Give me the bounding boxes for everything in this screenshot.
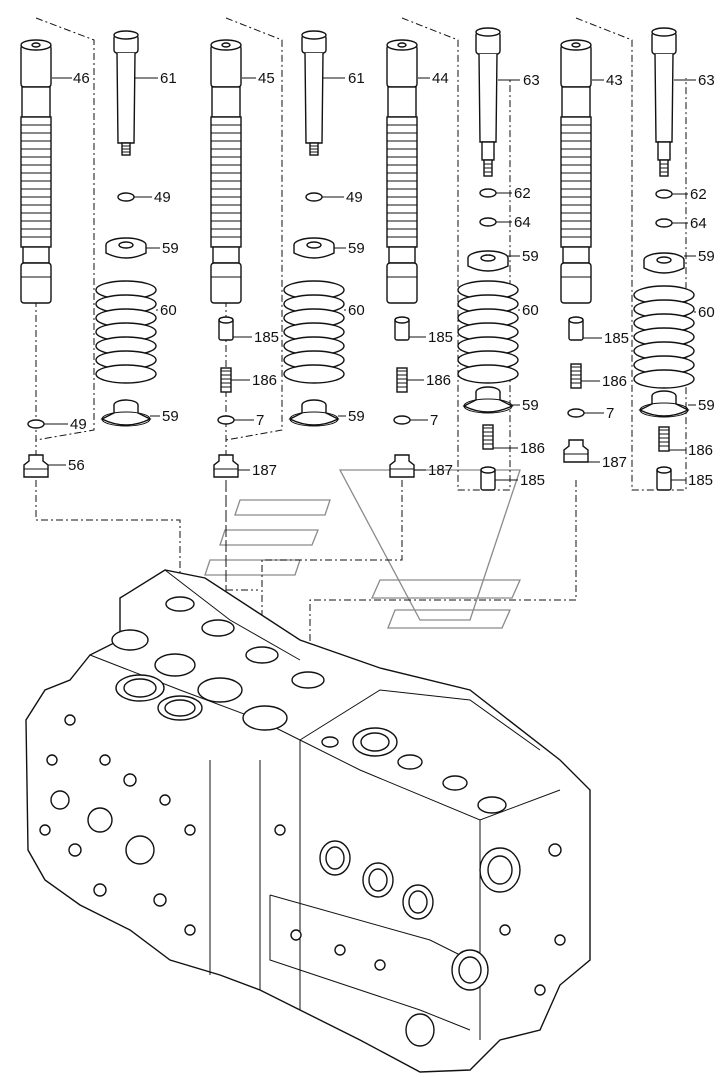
label-187: 187: [252, 462, 277, 479]
spring-186: [220, 367, 232, 393]
plug-187: [563, 439, 589, 463]
label-186: 186: [520, 440, 545, 457]
label-185: 185: [604, 330, 629, 347]
assembly-guide-lines: [35, 17, 687, 665]
pin-61: [113, 30, 139, 156]
label-59: 59: [522, 248, 539, 265]
spring-60: [633, 285, 695, 389]
pin-63: [475, 27, 501, 177]
label-59: 59: [162, 240, 179, 257]
label-56: 56: [68, 457, 85, 474]
spring-seat-59: [105, 237, 147, 259]
callout-lines: [44, 77, 696, 481]
label-44: 44: [432, 70, 449, 87]
piston-185: [394, 316, 410, 341]
label-61: 61: [160, 70, 177, 87]
label-186: 186: [602, 373, 627, 390]
o-ring-64: [655, 218, 673, 228]
piston-185: [218, 316, 234, 341]
piston-185: [480, 466, 496, 491]
plug-187: [213, 454, 239, 478]
label-59: 59: [698, 397, 715, 414]
label-185: 185: [428, 329, 453, 346]
label-59: 59: [698, 248, 715, 265]
label-59: 59: [522, 397, 539, 414]
label-46: 46: [73, 70, 90, 87]
label-62: 62: [690, 186, 707, 203]
label-7: 7: [430, 412, 438, 429]
washer-62: [479, 188, 497, 198]
pin-63: [651, 27, 677, 177]
label-64: 64: [690, 215, 707, 232]
label-187: 187: [602, 454, 627, 471]
watermark-logo: [204, 469, 522, 629]
spring-seat-59: [467, 250, 509, 272]
o-ring-49: [117, 192, 135, 202]
spring-60: [95, 280, 157, 384]
pin-61: [301, 30, 327, 156]
spring-186: [482, 424, 494, 450]
label-60: 60: [698, 304, 715, 321]
washer-62: [655, 189, 673, 199]
o-ring-7: [393, 415, 411, 425]
label-187: 187: [428, 462, 453, 479]
label-43: 43: [606, 72, 623, 89]
label-61: 61: [348, 70, 365, 87]
label-7: 7: [606, 405, 614, 422]
o-ring-49: [305, 192, 323, 202]
label-7: 7: [256, 412, 264, 429]
label-59: 59: [162, 408, 179, 425]
label-63: 63: [698, 72, 715, 89]
label-185: 185: [688, 472, 713, 489]
label-185: 185: [520, 472, 545, 489]
spring-seat-59: [463, 386, 513, 414]
label-60: 60: [348, 302, 365, 319]
label-49: 49: [70, 416, 87, 433]
o-ring-49: [27, 419, 45, 429]
part-labels: 46 61 45 61 44 63 43 63 49 49 62 62 64 6…: [68, 70, 715, 489]
spring-seat-59: [643, 252, 685, 274]
spring-186: [658, 426, 670, 452]
label-63: 63: [523, 72, 540, 89]
spool-44: [386, 39, 418, 304]
label-45: 45: [258, 70, 275, 87]
spring-186: [396, 367, 408, 393]
spool-45: [210, 39, 242, 304]
label-60: 60: [160, 302, 177, 319]
spring-seat-59: [293, 237, 335, 259]
label-62: 62: [514, 185, 531, 202]
spool-43: [560, 39, 592, 304]
spring-60: [457, 280, 519, 384]
plug-56: [23, 454, 49, 478]
label-49: 49: [346, 189, 363, 206]
label-185: 185: [254, 329, 279, 346]
label-186: 186: [688, 442, 713, 459]
plug-187: [389, 454, 415, 478]
spring-186: [570, 363, 582, 389]
spring-60: [283, 280, 345, 384]
piston-185: [656, 466, 672, 491]
spring-seat-59: [101, 399, 151, 427]
label-59: 59: [348, 408, 365, 425]
piston-185: [568, 316, 584, 341]
label-60: 60: [522, 302, 539, 319]
spring-seat-59: [289, 399, 339, 427]
label-59: 59: [348, 240, 365, 257]
spring-seat-59: [639, 390, 689, 418]
label-49: 49: [154, 189, 171, 206]
label-186: 186: [426, 372, 451, 389]
label-186: 186: [252, 372, 277, 389]
o-ring-7: [567, 408, 585, 418]
control-valve-body: [25, 569, 591, 1073]
label-64: 64: [514, 214, 531, 231]
o-ring-7: [217, 415, 235, 425]
o-ring-64: [479, 217, 497, 227]
spool-46: [20, 39, 52, 304]
